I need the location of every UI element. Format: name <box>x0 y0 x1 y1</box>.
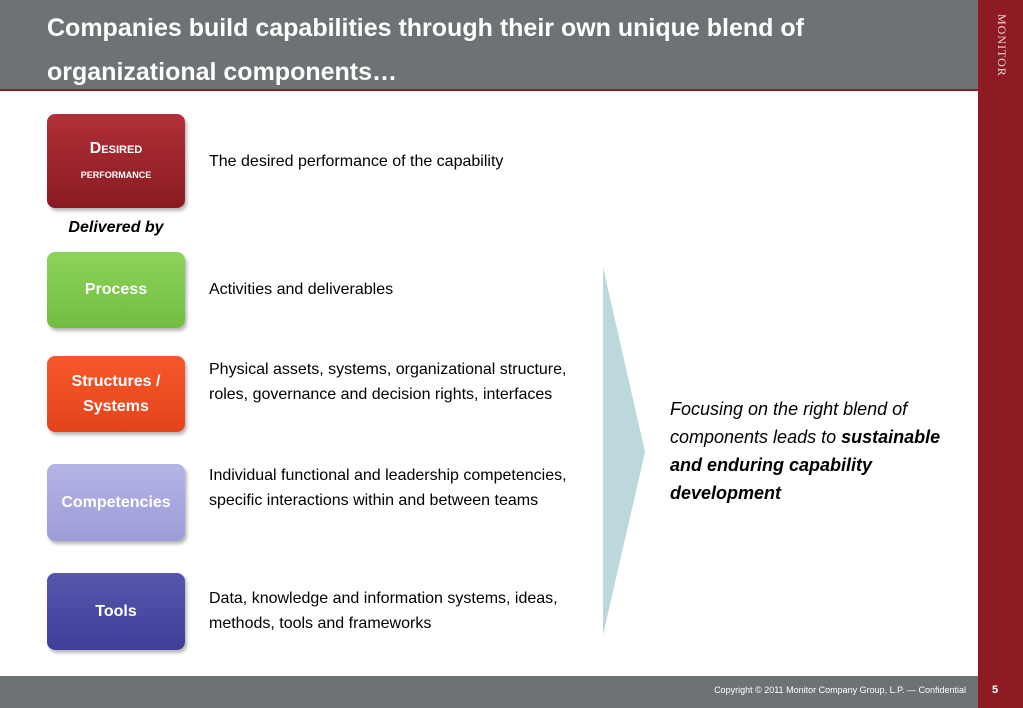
competencies-description: Individual functional and leadership com… <box>209 467 567 509</box>
tools-label: Tools <box>95 602 137 620</box>
chevron-arrow-icon <box>603 267 645 635</box>
desired-performance-description: The desired performance of the capabilit… <box>209 153 504 170</box>
desired-label-line1: Desired <box>89 140 143 157</box>
brand-sidebar <box>978 0 1023 708</box>
desired-performance-box: Desired performance <box>47 114 185 208</box>
process-description: Activities and deliverables <box>209 281 394 298</box>
summary-emphasis: sustainable and enduring capability deve… <box>670 427 941 503</box>
chevron-arrow-shape <box>603 267 645 635</box>
structures-systems-label: Structures / Systems <box>71 373 161 415</box>
tools-description: Data, knowledge and information systems,… <box>209 590 558 632</box>
delivered-by-label: Delivered by <box>68 219 164 236</box>
footer-bar: Copyright © 2011 Monitor Company Group, … <box>0 676 978 708</box>
page-title: Companies build capabilities through the… <box>47 14 804 86</box>
summary-intro: Focusing on the right blend of component… <box>670 399 908 447</box>
desired-performance-label: Desired performance <box>81 136 152 186</box>
page-number: 5 <box>992 684 999 696</box>
structures-systems-box: Structures / Systems <box>47 356 185 432</box>
brand-logo: MONITOR <box>995 14 1009 77</box>
competencies-box: Competencies <box>47 464 185 541</box>
process-box: Process <box>47 252 185 328</box>
desired-label-line2: performance <box>80 166 152 181</box>
competencies-label: Competencies <box>61 493 171 511</box>
title-bar: Companies build capabilities through the… <box>0 0 978 89</box>
title-underline <box>0 89 978 91</box>
copyright-text: Copyright © 2011 Monitor Company Group, … <box>714 685 966 695</box>
structures-systems-description: Physical assets, systems, organizational… <box>209 361 567 403</box>
summary-statement: Focusing on the right blend of component… <box>670 395 950 507</box>
tools-box: Tools <box>47 573 185 650</box>
process-label: Process <box>84 281 148 298</box>
